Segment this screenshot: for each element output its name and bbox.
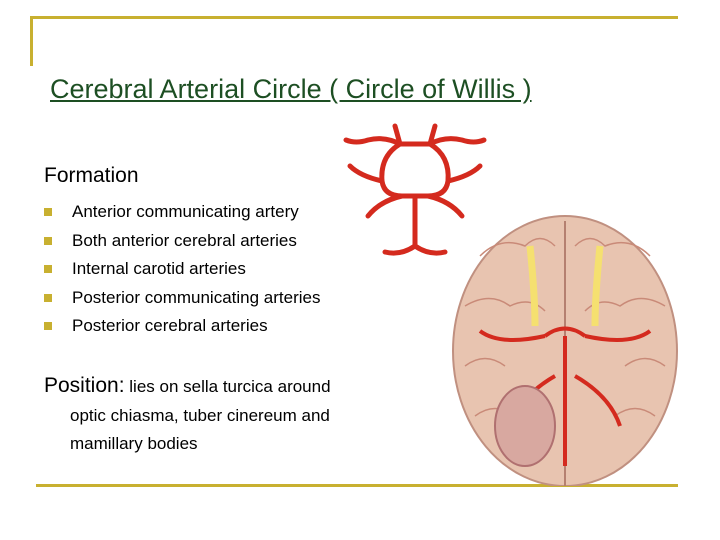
list-item: Both anterior cerebral arteries — [44, 227, 320, 256]
position-label: Position: — [44, 374, 125, 397]
slide-title: Cerebral Arterial Circle ( Circle of Wil… — [50, 74, 532, 104]
formation-item: Internal carotid arteries — [72, 259, 246, 279]
position-line: Position: lies on sella turcica around — [44, 374, 331, 398]
circle-of-willis-diagram — [343, 123, 487, 256]
formation-list: Anterior communicating artery Both anter… — [44, 198, 320, 341]
position-continuation-line-1: optic chiasma, tuber cinereum and — [70, 406, 330, 425]
bullet-icon — [44, 265, 52, 274]
list-item: Posterior cerebral arteries — [44, 312, 320, 341]
brain-illustration — [343, 123, 678, 486]
formation-item: Posterior cerebral arteries — [72, 316, 268, 336]
bullet-icon — [44, 322, 52, 331]
frame-bottom-line — [36, 484, 678, 487]
formation-item: Posterior communicating arteries — [72, 287, 321, 307]
formation-item: Both anterior cerebral arteries — [72, 230, 297, 250]
position-text: lies on sella turcica around — [124, 377, 331, 396]
bullet-icon — [44, 236, 52, 245]
bullet-icon — [44, 208, 52, 217]
list-item: Internal carotid arteries — [44, 255, 320, 284]
list-item: Posterior communicating arteries — [44, 284, 320, 313]
list-item: Anterior communicating artery — [44, 198, 320, 227]
frame-left-line — [30, 16, 33, 66]
frame-top-line — [30, 16, 678, 19]
bullet-icon — [44, 293, 52, 302]
position-continuation: optic chiasma, tuber cinereum and mamill… — [70, 402, 400, 458]
formation-heading: Formation — [44, 164, 139, 187]
formation-item: Anterior communicating artery — [72, 202, 299, 222]
position-continuation-line-2: mamillary bodies — [70, 434, 198, 453]
brain-base — [452, 215, 678, 486]
